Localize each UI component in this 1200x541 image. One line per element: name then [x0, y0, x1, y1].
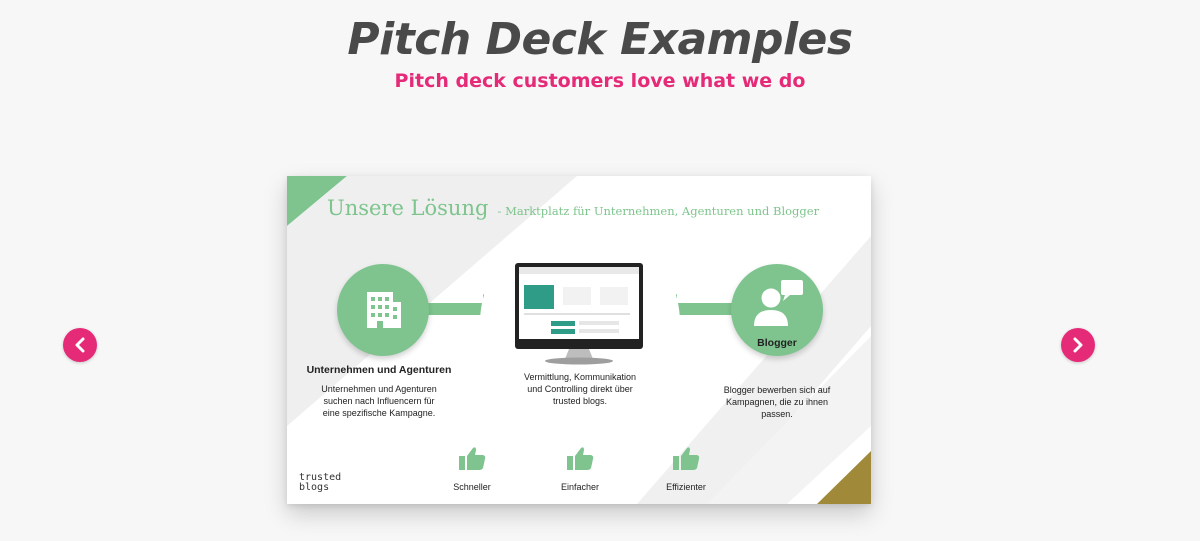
carousel-next-button[interactable]: [1061, 328, 1095, 362]
benefit-label-2: Einfacher: [560, 482, 600, 492]
platform-text-2: und Controlling direkt über: [527, 384, 633, 394]
blogger-circle: [731, 264, 823, 356]
monitor-icon: [515, 263, 643, 365]
benefit-label-3: Effizienter: [666, 482, 706, 492]
blogger-text-2: Kampagnen, die zu ihnen: [725, 397, 829, 407]
page-title: Pitch Deck Examples: [347, 14, 853, 65]
benefit-label-1: Schneller: [453, 482, 491, 492]
thumbs-up-icon: [459, 447, 486, 470]
blogger-heading: Blogger: [757, 337, 797, 349]
thumbs-up-icon: [567, 447, 594, 470]
blogger-chat-icon: [754, 280, 803, 326]
company-heading: Unternehmen und Agenturen: [306, 364, 452, 376]
brand-logo: trusted blogs: [299, 473, 341, 493]
page-subtitle: Pitch deck customers love what we do: [394, 70, 806, 92]
building-icon: [367, 292, 401, 328]
company-circle: [337, 264, 429, 356]
blogger-text-3: passen.: [761, 409, 793, 419]
blogger-text-1: Blogger bewerben sich auf: [723, 385, 831, 395]
slide-title-sub: - Marktplatz für Unternehmen, Agenturen …: [497, 204, 820, 218]
chevron-left-icon: [75, 337, 85, 353]
brand-line-2: blogs: [299, 482, 330, 493]
slide-title: Unsere Lösung - Marktplatz für Unternehm…: [327, 196, 819, 220]
company-text-1: Unternehmen und Agenturen: [321, 384, 437, 394]
platform-text-3: trusted blogs.: [552, 396, 608, 406]
carousel-slide: Unsere Lösung - Marktplatz für Unternehm…: [287, 176, 871, 504]
company-text-3: eine spezifische Kampagne.: [322, 408, 436, 418]
thumbs-up-icon: [673, 447, 700, 470]
company-text-2: suchen nach Influencern für: [323, 396, 435, 406]
brand-line-1: trusted: [299, 472, 342, 483]
chevron-right-icon: [1073, 337, 1083, 353]
platform-text-1: Vermittlung, Kommunikation: [523, 372, 637, 382]
carousel-prev-button[interactable]: [63, 328, 97, 362]
slide-title-main: Unsere Lösung: [327, 196, 489, 220]
